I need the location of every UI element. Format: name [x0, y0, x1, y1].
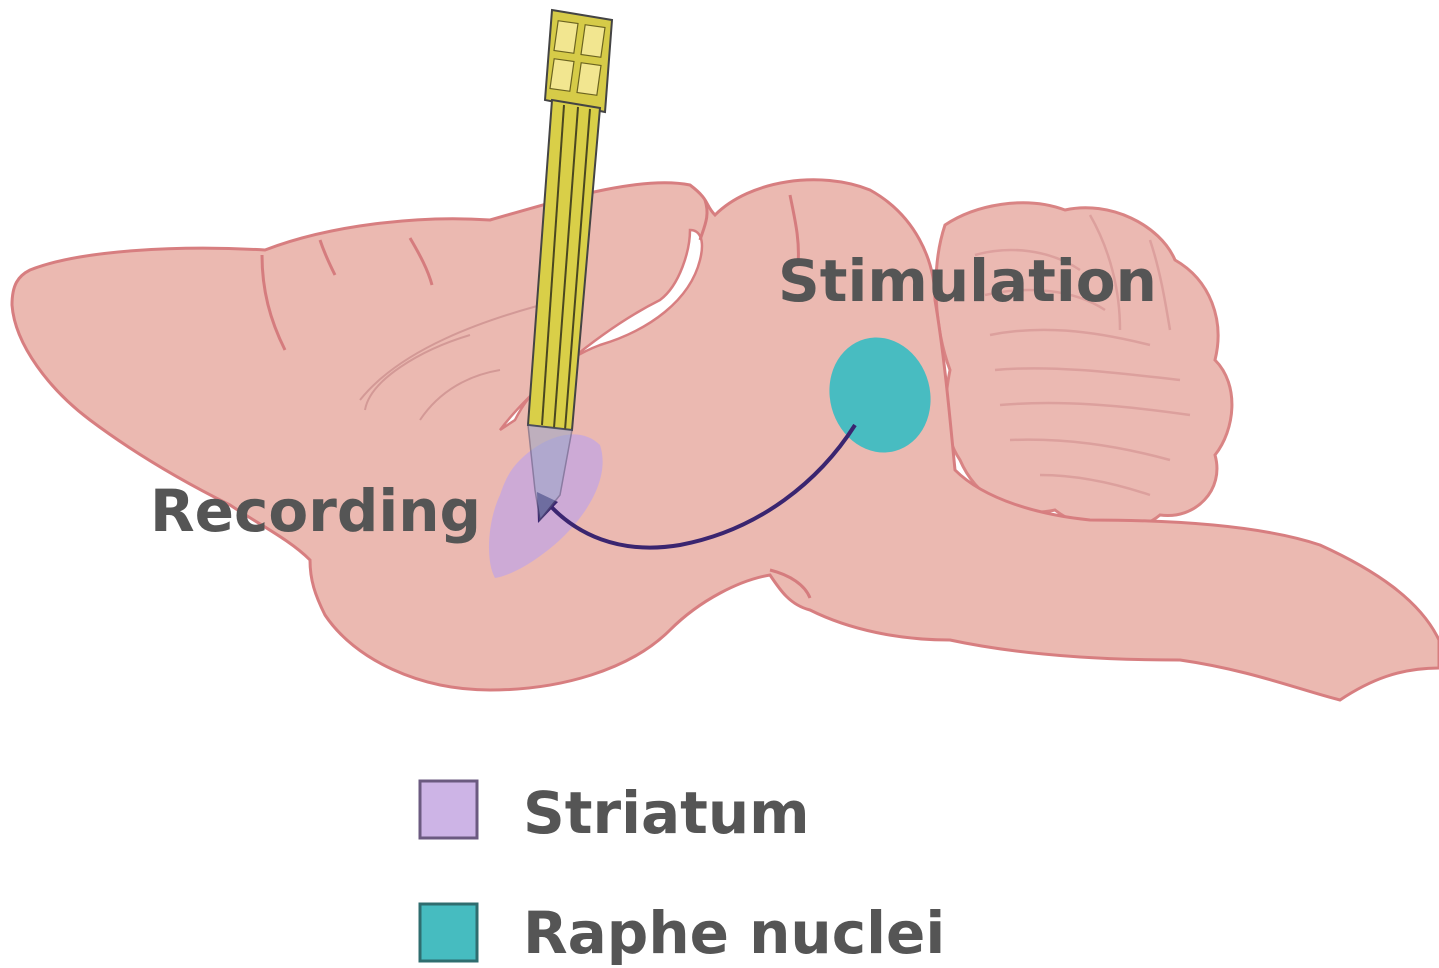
legend-item-raphe-nuclei: Raphe nuclei: [420, 899, 945, 967]
legend-swatch-raphe-nuclei: [420, 904, 477, 961]
legend-swatch-striatum: [420, 781, 477, 838]
legend-item-striatum: Striatum: [420, 779, 810, 847]
stimulation-label: Stimulation: [778, 247, 1157, 315]
legend-label-striatum: Striatum: [523, 779, 810, 847]
recording-label: Recording: [150, 477, 481, 545]
legend-label-raphe-nuclei: Raphe nuclei: [523, 899, 945, 967]
legend: Striatum Raphe nuclei: [420, 779, 945, 967]
